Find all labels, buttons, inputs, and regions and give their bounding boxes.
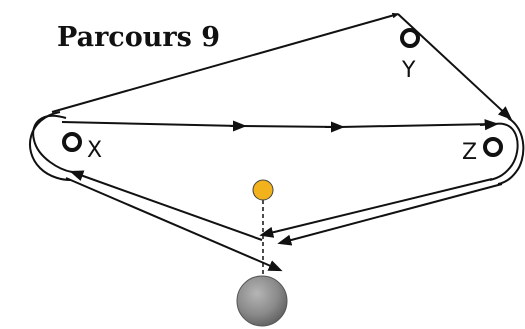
- path-z-to-bottom-2: [277, 183, 503, 246]
- path-bottom-to-x-2: [65, 177, 283, 272]
- arrow-mid-3: [479, 119, 499, 131]
- grey-ball: [236, 275, 288, 327]
- path-z-to-bottom-1: [259, 178, 493, 238]
- point-x: X: [62, 132, 102, 163]
- point-x-label: X: [87, 138, 102, 163]
- loop-around-x-outer: [29, 111, 71, 181]
- diagram-title: Parcours 9: [57, 22, 220, 53]
- loop-around-z-outer: [497, 117, 525, 185]
- yellow-ball: [252, 179, 274, 201]
- loop-around-z: [489, 122, 519, 181]
- point-z: Z: [462, 137, 503, 165]
- point-z-label: Z: [462, 140, 477, 165]
- path-bottom-to-x-1: [69, 170, 263, 241]
- path-x-to-z: [61, 121, 494, 129]
- point-y-label: Y: [401, 58, 416, 83]
- path-x-to-y: [51, 13, 399, 113]
- point-y: Y: [400, 28, 420, 83]
